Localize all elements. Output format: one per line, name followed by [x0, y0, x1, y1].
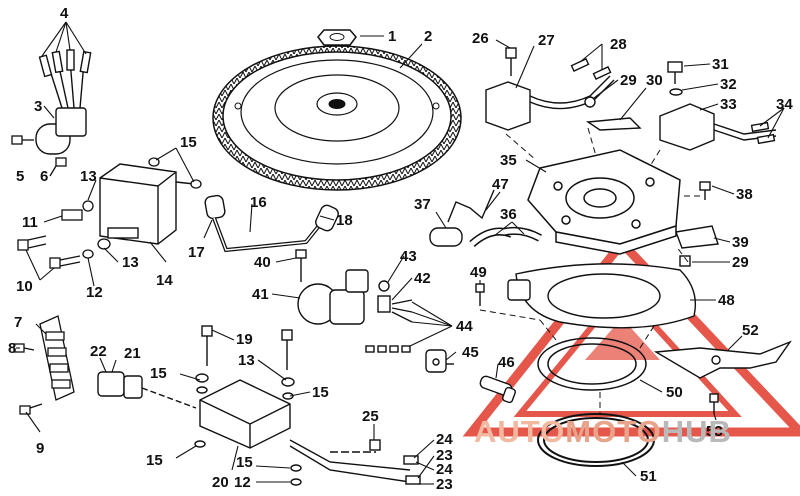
- callout-2: 2: [424, 28, 432, 45]
- callout-15-bottom: 15: [236, 454, 253, 471]
- callout-22: 22: [90, 343, 107, 360]
- callout-35: 35: [500, 152, 517, 169]
- callout-14: 14: [156, 272, 173, 289]
- callout-13-left: 13: [122, 254, 139, 271]
- callout-7: 7: [14, 314, 22, 331]
- stator-plate: [527, 149, 681, 255]
- leader-lines: [16, 21, 785, 485]
- sleeves-and-spring: [429, 189, 542, 248]
- callout-48: 48: [718, 292, 735, 309]
- watermark-part-auto: AUTO: [474, 414, 566, 449]
- callout-13-middle: 13: [238, 352, 255, 369]
- callout-8: 8: [8, 340, 16, 357]
- callout-12-bottom: 12: [234, 474, 251, 491]
- callout-24-lower: 24: [436, 461, 453, 478]
- watermark-text: AUTOMOTOHUB: [474, 414, 800, 454]
- timer-base-assembly: [295, 249, 413, 353]
- callout-26: 26: [472, 30, 489, 47]
- guide-lines: [479, 127, 700, 414]
- callout-15-top: 15: [180, 134, 197, 151]
- callout-46: 46: [498, 354, 515, 371]
- terminal-block: [13, 315, 75, 415]
- power-pack: [99, 163, 195, 245]
- callout-42: 42: [414, 270, 431, 287]
- callout-31: 31: [712, 56, 729, 73]
- callout-15-left: 15: [150, 365, 167, 382]
- callout-30: 30: [646, 72, 663, 89]
- callout-23-upper: 23: [436, 447, 453, 464]
- callout-36: 36: [500, 206, 517, 223]
- callout-27: 27: [538, 32, 555, 49]
- callout-1: 1: [388, 28, 396, 45]
- snap-ring: [537, 413, 655, 467]
- callout-43: 43: [400, 248, 417, 265]
- callout-11: 11: [22, 214, 38, 231]
- callout-47: 47: [492, 176, 509, 193]
- callout-52: 52: [742, 322, 759, 339]
- callout-23-lower: 23: [436, 476, 453, 493]
- ring-plate: [537, 337, 647, 391]
- callout-37: 37: [414, 196, 431, 213]
- callout-16: 16: [250, 194, 267, 211]
- sensor-coil-right: [659, 61, 777, 151]
- starter-coil: [35, 49, 92, 155]
- throttle-lever: [653, 340, 792, 414]
- callout-44: 44: [456, 318, 473, 335]
- callout-49: 49: [470, 264, 487, 281]
- callout-15-right: 15: [312, 384, 329, 401]
- callout-17: 17: [188, 244, 205, 261]
- flywheel-nut: [317, 29, 357, 46]
- callout-10: 10: [16, 278, 33, 295]
- callout-32: 32: [720, 76, 737, 93]
- callout-4: 4: [60, 5, 69, 22]
- callout-40: 40: [254, 254, 271, 271]
- callout-13-upper: 13: [80, 168, 97, 185]
- callout-33: 33: [720, 96, 737, 113]
- callout-21: 21: [124, 345, 141, 362]
- callout-12-left: 12: [86, 284, 103, 301]
- callout-numbers: 1 2 3 4 5 6 7 8 9 10 11 12 12 13 13 13 1…: [8, 5, 793, 493]
- callout-45: 45: [462, 344, 479, 361]
- callout-3: 3: [34, 98, 42, 115]
- callout-15-bottom-left: 15: [146, 452, 163, 469]
- retainer-plate: [475, 263, 697, 329]
- sensor-parts: [425, 349, 516, 404]
- callout-28: 28: [610, 36, 627, 53]
- flywheel: [212, 45, 462, 191]
- callout-51: 51: [640, 468, 657, 485]
- callout-41: 41: [252, 286, 269, 303]
- callout-24-upper: 24: [436, 431, 453, 448]
- callout-53: 53: [706, 423, 723, 440]
- callout-39: 39: [732, 234, 749, 251]
- callout-34: 34: [776, 96, 793, 113]
- watermark-part-hub: HUB: [661, 414, 732, 449]
- callout-25: 25: [362, 408, 379, 425]
- callout-29-top: 29: [620, 72, 637, 89]
- callout-38: 38: [736, 186, 753, 203]
- callout-50: 50: [666, 384, 683, 401]
- stator-hardware: [675, 181, 719, 267]
- callout-6: 6: [40, 168, 48, 185]
- callout-19: 19: [236, 331, 253, 348]
- spark-plug-lead: [204, 194, 339, 253]
- callout-20: 20: [212, 474, 229, 491]
- charge-coil-assembly: [485, 47, 642, 131]
- screws-5-6: [11, 135, 67, 177]
- callout-29-right: 29: [732, 254, 749, 271]
- callout-18: 18: [336, 212, 353, 229]
- callout-9: 9: [36, 440, 44, 457]
- callout-5: 5: [16, 168, 24, 185]
- watermark-part-moto: MOTO: [565, 414, 662, 449]
